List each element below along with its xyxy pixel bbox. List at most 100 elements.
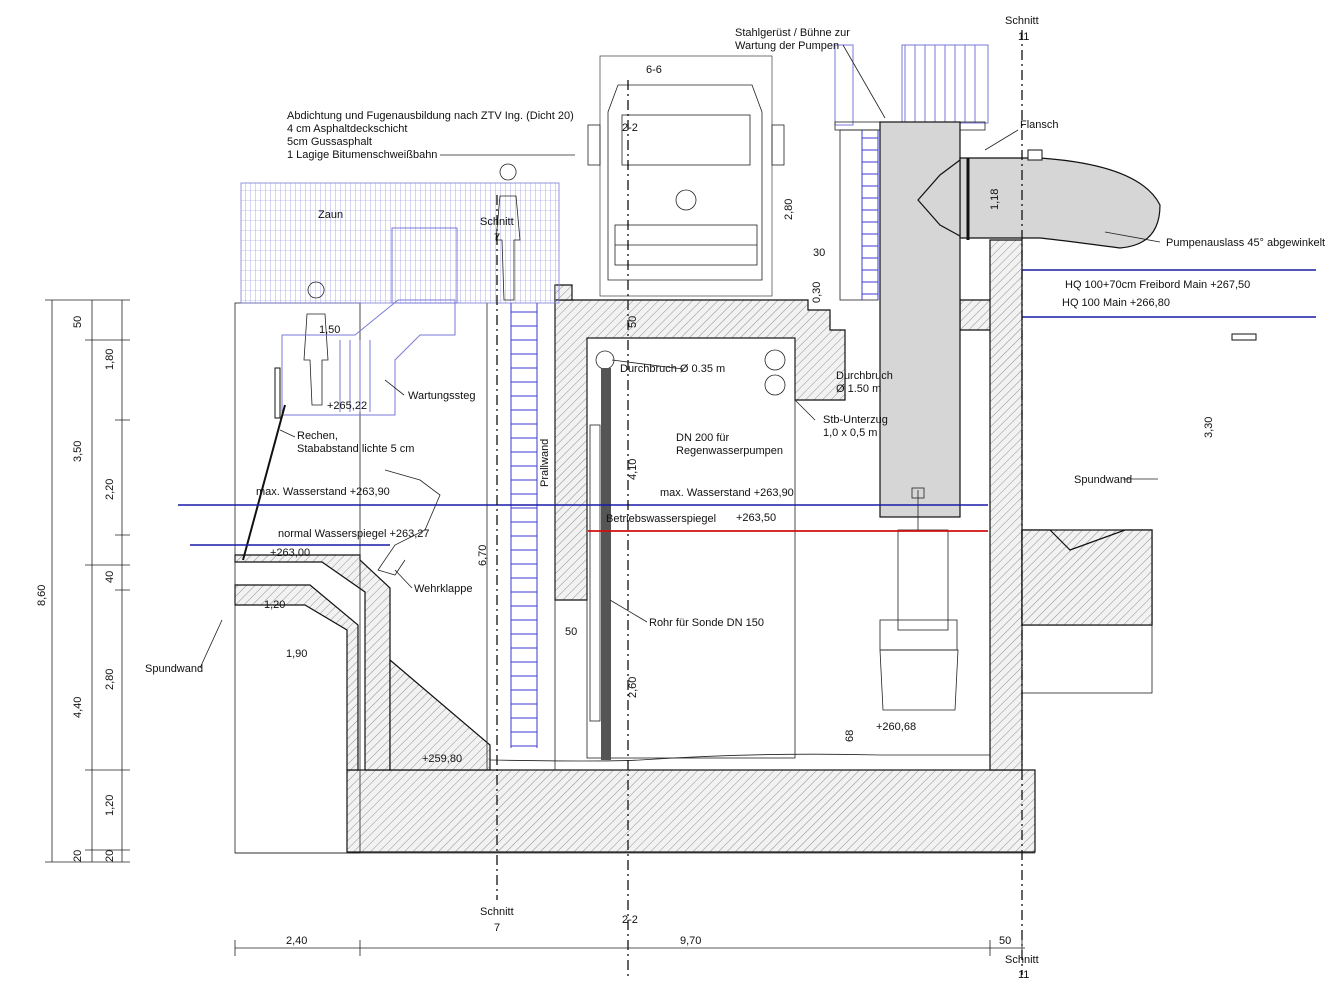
dim-280-top: 2,80 (783, 199, 795, 220)
note-max-ws-mid: max. Wasserstand +263,90 (660, 487, 794, 499)
schnitt-top: Schnitt (1005, 15, 1039, 27)
person-on-walkway (303, 281, 329, 406)
schnitt-bottom-right: Schnitt (1005, 954, 1039, 966)
dim-350: 3,50 (72, 441, 84, 462)
note-max-ws-left: max. Wasserstand +263,90 (256, 486, 390, 498)
dim-68: 68 (844, 730, 856, 742)
dn200-pipe-1 (764, 349, 786, 371)
level-26300: +263,00 (270, 547, 310, 559)
dim-280: 2,80 (104, 669, 116, 690)
note-flansch: Flansch (1020, 119, 1059, 131)
dim-50-top: 50 (627, 316, 639, 328)
dim-30: 30 (813, 247, 825, 259)
leader-lines (199, 44, 1161, 669)
note-layer-3: 5cm Gussasphalt (287, 136, 372, 148)
note-stahlgeruest-1: Stahlgerüst / Bühne zur (735, 27, 850, 39)
level-26068: +260,68 (876, 721, 916, 733)
pump-ladder (861, 130, 879, 300)
dim-440: 4,40 (72, 697, 84, 718)
sloped-fill (389, 658, 491, 771)
fence-gate (391, 227, 458, 304)
note-layer-1: Abdichtung und Fugenausbildung nach ZTV … (287, 110, 574, 122)
ladder-rungs (511, 137, 878, 747)
note-dn200-a: DN 200 für (676, 432, 730, 444)
durchbruch-035-left (595, 350, 615, 370)
note-durchbruch-150-b: Ø 1.50 m (836, 383, 881, 395)
inner-chamber-outline (586, 337, 796, 759)
schnitt-top-num: 11 (1018, 31, 1029, 43)
person-standing-top (495, 163, 521, 301)
dim-120-h: 1,20 (264, 599, 285, 611)
note-hq-freibord: HQ 100+70cm Freibord Main +267,50 (1065, 279, 1250, 291)
note-dn200-b: Regenwasserpumpen (676, 445, 783, 457)
note-rohr-sonde: Rohr für Sonde DN 150 (649, 617, 764, 629)
dimension-lines (45, 299, 1025, 956)
dim-120: 1,20 (104, 795, 116, 816)
note-spundwand-right: Spundwand (1074, 474, 1132, 486)
walkway-railing (281, 299, 456, 416)
dim-190: 1,90 (286, 648, 307, 660)
note-prallwand: Prallwand (539, 439, 551, 487)
note-pumpenauslass: Pumpenauslass 45° abgewinkelt (1166, 237, 1325, 249)
note-betrieb-level: +263,50 (736, 512, 776, 524)
note-hq: HQ 100 Main +266,80 (1062, 297, 1170, 309)
rechen-rake (242, 404, 286, 561)
section-2-2-top: 2-2 (622, 122, 638, 134)
schnitt-mid: Schnitt (480, 216, 514, 228)
level-26522: +265,22 (327, 400, 367, 412)
dim-bottom-50: 50 (999, 935, 1011, 947)
outlet-flange (917, 158, 961, 238)
base-slab (346, 769, 1036, 853)
walkway-post (274, 367, 281, 419)
wehrklappe-shape (377, 469, 441, 576)
dim-20-left: 20 (72, 850, 84, 862)
dn200-pipe-2 (764, 374, 786, 396)
fence (240, 182, 560, 304)
dim-50-mid: 50 (565, 626, 577, 638)
dim-030: 0,30 (811, 282, 823, 303)
note-durchbruch-150-a: Durchbruch (836, 370, 893, 382)
weir-inlet (234, 584, 359, 771)
dim-410: 4,10 (627, 459, 639, 480)
note-normal-ws: normal Wasserspiegel +263,27 (278, 528, 430, 540)
schnitt-bottom: Schnitt (480, 906, 514, 918)
note-stahlgeruest-2: Wartung der Pumpen (735, 40, 839, 52)
left-chamber-outline (234, 302, 361, 854)
air-valve (1027, 149, 1043, 161)
schnitt-bottom-num: 7 (494, 922, 500, 934)
dim-670: 6,70 (477, 545, 489, 566)
schnitt-mid-num: 7 (494, 232, 500, 244)
note-layer-2: 4 cm Asphaltdeckschicht (287, 123, 407, 135)
dim-260: 2,60 (627, 677, 639, 698)
section-2-2-bottom: 2-2 (622, 914, 638, 926)
dim-150: 1,50 (319, 324, 340, 336)
note-betriebswasserspiegel: Betriebswasserspiegel (606, 513, 716, 525)
note-stb-unterzug-b: 1,0 x 0,5 m (823, 427, 877, 439)
spundwand-cap (1021, 529, 1153, 626)
submersible-pump (879, 487, 959, 711)
dim-330: 3,30 (1203, 417, 1215, 438)
note-wehrklappe: Wehrklappe (414, 583, 473, 595)
dim-180: 1,80 (104, 349, 116, 370)
shaft-ladder (510, 303, 538, 748)
dim-118: 1,18 (989, 189, 1001, 210)
note-rechen-b: Stababstand lichte 5 cm (297, 443, 414, 455)
pump-outlet-elbow (959, 157, 1161, 249)
schnitt-bottom-right-num: 11 (1018, 969, 1029, 981)
note-durchbruch-035: Durchbruch Ø 0.35 m (620, 363, 725, 375)
note-zaun: Zaun (318, 209, 343, 221)
truck (587, 55, 785, 297)
right-ground-outline (1021, 624, 1153, 694)
dim-bottom-240: 2,40 (286, 935, 307, 947)
note-spundwand-left: Spundwand (145, 663, 203, 675)
dim-860: 8,60 (36, 585, 48, 606)
level-25980: +259,80 (422, 753, 462, 765)
water-symbol (1231, 333, 1257, 341)
concrete-structure (234, 239, 1153, 853)
dim-50: 50 (72, 316, 84, 328)
dim-bottom-970: 9,70 (680, 935, 701, 947)
note-layer-4: 1 Lagige Bitumenschweißbahn (287, 149, 437, 161)
note-wartungssteg: Wartungssteg (408, 390, 475, 402)
section-6-6: 6-6 (646, 64, 662, 76)
